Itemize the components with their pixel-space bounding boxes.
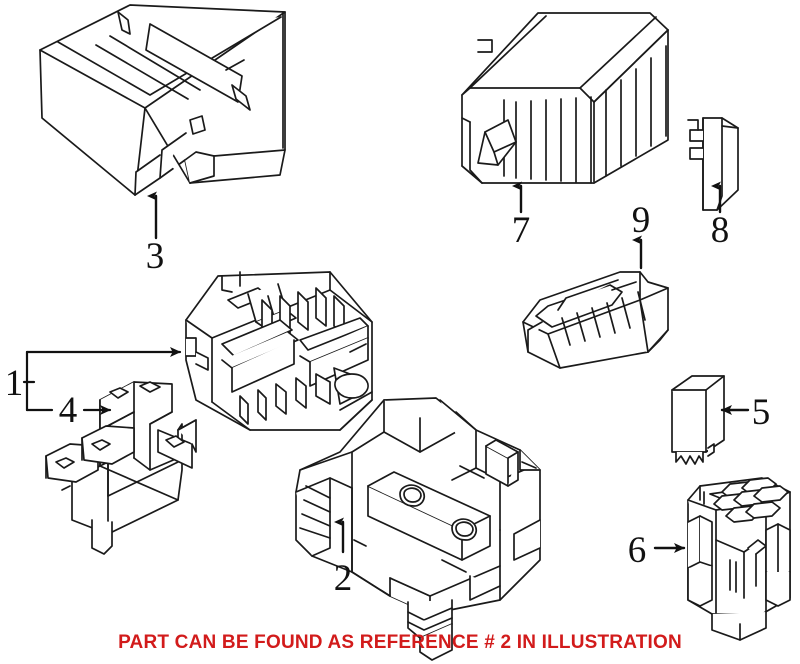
- callout-number-3: 3: [146, 236, 165, 277]
- callout-number-5: 5: [752, 392, 771, 433]
- part-7-ribbed-cover: [461, 12, 669, 184]
- part-2-lower-housing: [295, 397, 541, 661]
- callout-number-1: 1: [5, 363, 24, 404]
- callout-number-2: 2: [334, 558, 353, 599]
- part-9-retainer-tray: [522, 271, 669, 369]
- callout-number-8: 8: [711, 210, 730, 251]
- callout-number-7: 7: [512, 210, 531, 251]
- part-8-blade-fuse: [687, 117, 739, 211]
- part-6-connector-block: [687, 477, 791, 641]
- callout-number-labels: 1 2 3 4 5 6 7 8 9: [5, 200, 771, 599]
- callout-number-6: 6: [628, 530, 647, 571]
- callout-1-leader: [22, 347, 182, 412]
- part-3-upper-cover: [39, 4, 286, 196]
- callout-number-9: 9: [632, 200, 651, 241]
- part-4-mounting-bracket: [45, 381, 197, 555]
- callout-number-4: 4: [59, 390, 78, 431]
- part-1-fuse-block-housing: [185, 271, 373, 431]
- part-5-relay: [671, 375, 725, 465]
